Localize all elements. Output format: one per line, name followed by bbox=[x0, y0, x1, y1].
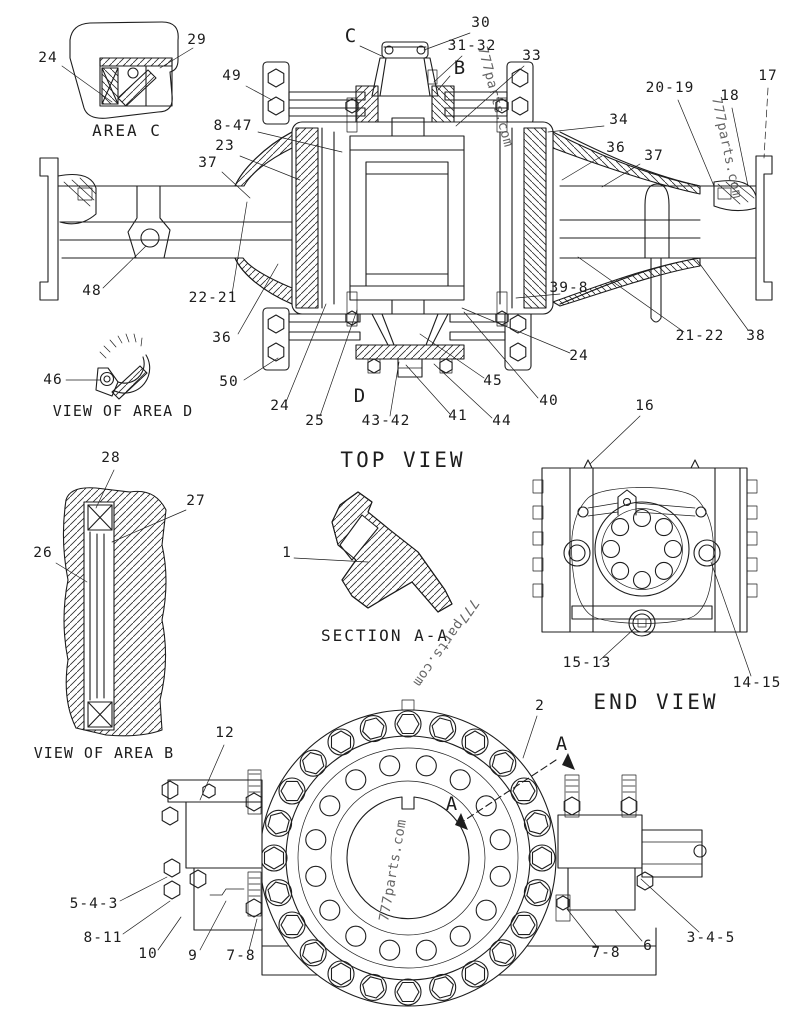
callout-41: 41 bbox=[448, 408, 467, 424]
marker-a-lower: A bbox=[446, 793, 458, 815]
top-view-title: TOP VIEW bbox=[340, 448, 465, 472]
callout-50: 50 bbox=[219, 374, 238, 390]
section-aa-title: SECTION A-A bbox=[321, 626, 449, 645]
callout-15-13: 15-13 bbox=[563, 655, 612, 671]
callout-10: 10 bbox=[138, 946, 157, 962]
cover-tab bbox=[583, 459, 593, 469]
marker-a-upper: A bbox=[556, 733, 568, 755]
callout-43-42: 43-42 bbox=[362, 413, 411, 429]
callout-21-22: 21-22 bbox=[676, 328, 725, 344]
callout-45: 45 bbox=[483, 373, 502, 389]
right-bracket-assembly bbox=[555, 774, 707, 922]
top-view-drawing bbox=[39, 41, 773, 378]
differential-housing bbox=[291, 97, 554, 327]
right-tube-bracket bbox=[644, 183, 670, 259]
callout-25: 25 bbox=[305, 413, 324, 429]
section-line-a-a bbox=[455, 753, 575, 830]
callout-27: 27 bbox=[186, 493, 205, 509]
callout-20-19: 20-19 bbox=[646, 80, 695, 96]
callout-8-47: 8-47 bbox=[214, 118, 253, 134]
callout-26: 26 bbox=[33, 545, 52, 561]
callout-28: 28 bbox=[101, 450, 120, 466]
callout-49: 49 bbox=[222, 68, 241, 84]
callout-1: 1 bbox=[282, 545, 292, 561]
bottom-yoke bbox=[355, 313, 465, 378]
callout-16: 16 bbox=[635, 398, 654, 414]
callout-40: 40 bbox=[539, 393, 558, 409]
callout-34: 34 bbox=[609, 112, 628, 128]
hub-bore bbox=[346, 796, 470, 920]
marker-b: B bbox=[454, 57, 466, 79]
callout-29: 29 bbox=[187, 32, 206, 48]
left-tube-bracket bbox=[127, 185, 171, 259]
top-yoke bbox=[355, 41, 455, 123]
callout-9: 9 bbox=[188, 948, 198, 964]
callout-36: 36 bbox=[606, 140, 625, 156]
callout-38: 38 bbox=[746, 328, 765, 344]
callout-18: 18 bbox=[720, 88, 739, 104]
callout-30: 30 bbox=[471, 15, 490, 31]
callout-2: 2 bbox=[535, 698, 545, 714]
marker-c: C bbox=[345, 25, 357, 47]
callout-22-21: 22-21 bbox=[189, 290, 238, 306]
left-bracket-assembly bbox=[161, 769, 263, 931]
callout-39-8: 39-8 bbox=[550, 280, 589, 296]
area-d-detail bbox=[95, 333, 151, 400]
section-aa-detail bbox=[331, 491, 453, 613]
callout-37: 37 bbox=[198, 155, 217, 171]
inner-bolt-holes bbox=[305, 755, 511, 961]
callout-24: 24 bbox=[569, 348, 588, 364]
callout-8-11: 8-11 bbox=[84, 930, 123, 946]
callout-14-15: 14-15 bbox=[733, 675, 782, 691]
area-c-title: AREA C bbox=[92, 121, 162, 140]
callout-31-32: 31-32 bbox=[448, 38, 497, 54]
view-of-area-b-title: VIEW OF AREA B bbox=[34, 744, 174, 762]
callout-23: 23 bbox=[215, 138, 234, 154]
left-axle-flange bbox=[39, 157, 59, 301]
callout-24: 24 bbox=[38, 50, 57, 66]
callout-48: 48 bbox=[82, 283, 101, 299]
callout-24: 24 bbox=[270, 398, 289, 414]
trunnion-plates bbox=[262, 61, 534, 371]
endview-bolt-holes bbox=[601, 508, 683, 590]
leader-lines bbox=[55, 32, 769, 951]
callout-7-8: 7-8 bbox=[226, 948, 255, 964]
callout-44: 44 bbox=[492, 413, 511, 429]
callout-36: 36 bbox=[212, 330, 231, 346]
callout-46: 46 bbox=[43, 372, 62, 388]
callout-37: 37 bbox=[644, 148, 663, 164]
view-titles: AREA C VIEW OF AREA D TOP VIEW SECTION A… bbox=[34, 121, 718, 762]
callout-labels: 24 29 49 8-47 23 37 C 30 31-32 B 33 34 3… bbox=[33, 15, 782, 964]
view-of-area-d-title: VIEW OF AREA D bbox=[53, 402, 193, 420]
callout-17: 17 bbox=[758, 68, 777, 84]
area-c-detail bbox=[69, 21, 179, 119]
callout-5-4-3: 5-4-3 bbox=[70, 896, 119, 912]
callout-33: 33 bbox=[522, 48, 541, 64]
bottom-view-drawing bbox=[161, 699, 707, 1007]
end-view-title: END VIEW bbox=[593, 690, 718, 714]
marker-d: D bbox=[354, 385, 366, 407]
callout-12: 12 bbox=[215, 725, 234, 741]
end-view-drawing bbox=[532, 459, 758, 637]
callout-3-4-5: 3-4-5 bbox=[687, 930, 736, 946]
area-b-detail bbox=[62, 487, 167, 737]
outer-bolt-ring bbox=[260, 710, 556, 1006]
callout-6: 6 bbox=[643, 938, 653, 954]
right-axle-flange bbox=[755, 155, 773, 301]
callout-7-8: 7-8 bbox=[591, 945, 620, 961]
